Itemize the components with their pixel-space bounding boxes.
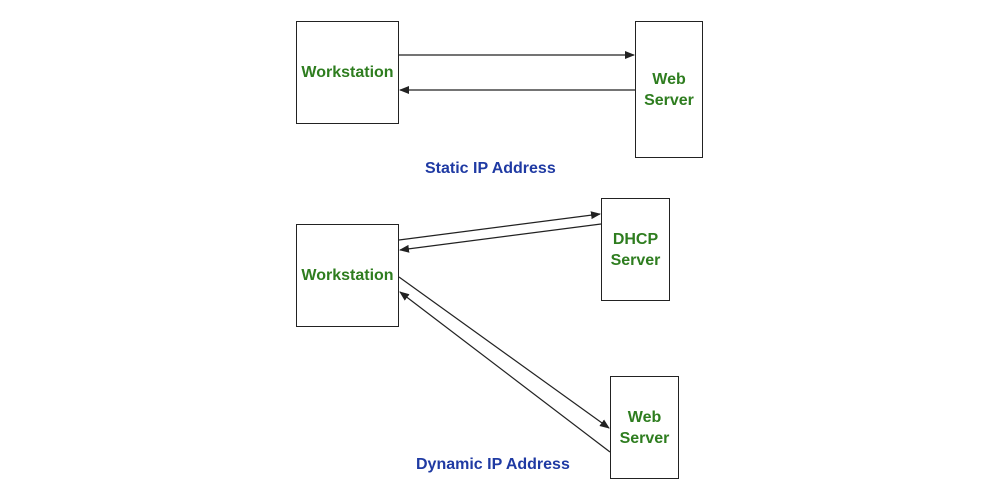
dhcp-request-arrow: [398, 211, 601, 241]
dynamic-ip-caption: Dynamic IP Address: [416, 456, 570, 473]
dhcp-response-arrow: [399, 223, 602, 253]
dynamic-web-server-box: Web Server: [610, 376, 679, 479]
dhcp-server-label: DHCP Server: [610, 230, 661, 269]
dynamic-workstation-box: Workstation: [296, 224, 399, 327]
static-web-server-box: Web Server: [635, 21, 703, 158]
web-response-arrow: [399, 291, 611, 453]
static-workstation-box: Workstation: [296, 21, 399, 124]
static-workstation-label: Workstation: [301, 64, 394, 81]
dynamic-web-server-label: Web Server: [619, 408, 670, 447]
static-web-server-label: Web Server: [644, 70, 694, 109]
dynamic-workstation-label: Workstation: [301, 267, 394, 284]
dhcp-server-box: DHCP Server: [601, 198, 670, 301]
web-request-arrow: [398, 276, 610, 429]
static-ip-caption: Static IP Address: [425, 160, 556, 177]
